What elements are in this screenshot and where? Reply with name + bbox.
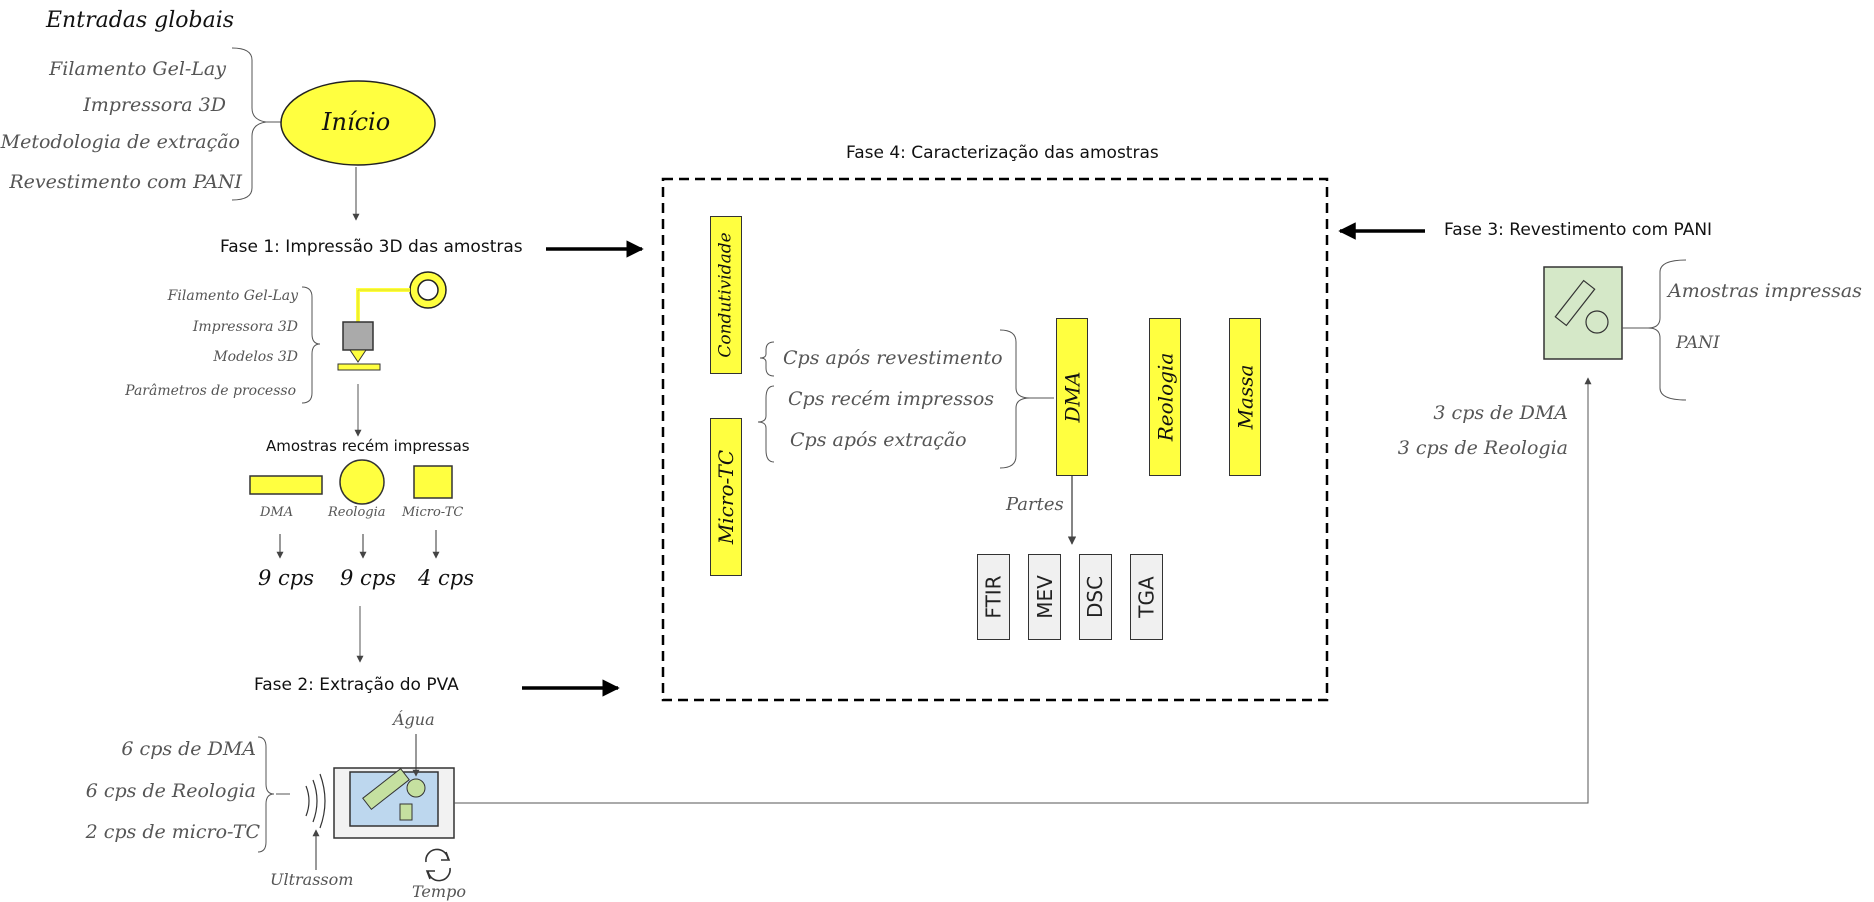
test-tga-box[interactable]: TGA [1130, 554, 1163, 640]
phase2-output-item: 2 cps de micro-TC [85, 821, 260, 843]
sample-dma-label: DMA [260, 505, 294, 520]
test-dsc-box[interactable]: DSC [1079, 554, 1112, 640]
extraction-bath-icon [333, 767, 455, 839]
parts-label: Partes [1006, 494, 1064, 515]
phase2-output-item: 6 cps de Reologia [85, 780, 256, 802]
test-ftir-box[interactable]: FTIR [977, 554, 1010, 640]
test-mev-box[interactable]: MEV [1028, 554, 1061, 640]
phase1-title: Fase 1: Impressão 3D das amostras [220, 237, 523, 257]
phase1-input-item: Modelos 3D [213, 349, 298, 365]
test-dma-box[interactable]: DMA [1056, 318, 1088, 476]
test-ftir-label: FTIR [981, 575, 1006, 619]
phase1-input-item: Parâmetros de processo [125, 383, 296, 399]
test-reologia-label: Reologia [1153, 352, 1177, 442]
test-massa-box[interactable]: Massa [1229, 318, 1261, 476]
sample-microtc-shape [413, 465, 453, 499]
microtc-brace [757, 385, 775, 463]
phase2-title: Fase 2: Extração do PVA [254, 675, 459, 695]
phase2-outputs-brace [257, 736, 275, 853]
sample-microtc-label: Micro-TC [402, 505, 464, 520]
test-tga-label: TGA [1134, 576, 1159, 618]
sample-reologia-shape [339, 459, 385, 505]
sample-dma-count: 9 cps [258, 566, 315, 590]
test-reologia-box[interactable]: Reologia [1149, 318, 1181, 476]
ultrasound-waves-icon [305, 773, 326, 829]
phase4-title: Fase 4: Caracterização das amostras [846, 143, 1159, 163]
sample-state-item: Cps após revestimento [783, 347, 1003, 369]
ultrasound-label: Ultrassom [270, 870, 354, 889]
coating-box-icon [1543, 266, 1623, 360]
global-input-item: Revestimento com PANI [9, 171, 242, 193]
global-input-item: Filamento Gel-Lay [49, 58, 226, 80]
sample-reologia-label: Reologia [328, 505, 386, 520]
phase3-title: Fase 3: Revestimento com PANI [1444, 220, 1713, 240]
phase3-inputs-brace [1647, 259, 1687, 401]
time-label: Tempo [412, 882, 466, 901]
time-cycle-icon [425, 848, 451, 882]
sample-dma-shape [249, 475, 323, 495]
test-microtc-box[interactable]: Micro-TC [710, 418, 742, 576]
water-label: Água [393, 710, 435, 729]
sample-microtc-count: 4 cps [418, 566, 475, 590]
bath-to-phase3-line [454, 377, 1592, 804]
sample-state-item: Cps após extração [790, 429, 967, 451]
phase3-output-item: 3 cps de DMA [1433, 402, 1568, 424]
test-dsc-label: DSC [1083, 575, 1108, 619]
test-mev-label: MEV [1032, 575, 1057, 619]
sample-state-item: Cps recém impressos [788, 388, 995, 410]
start-node-ellipse[interactable] [280, 80, 436, 166]
test-condutividade-label: Condutividade [716, 232, 737, 358]
phase1-input-item: Filamento Gel-Lay [167, 288, 298, 304]
phase1-inputs-brace [301, 286, 321, 404]
phase3-output-item: 3 cps de Reologia [1397, 437, 1568, 459]
phase2-output-item: 6 cps de DMA [121, 738, 256, 760]
global-inputs-title: Entradas globais [46, 8, 235, 33]
samples-title: Amostras recém impressas [266, 437, 470, 455]
dma-states-brace [999, 329, 1031, 469]
phase3-input-item: Amostras impressas [1668, 280, 1862, 302]
printer-3d-icon [337, 271, 447, 371]
global-input-item: Metodologia de extração [0, 131, 240, 153]
test-dma-label: DMA [1060, 371, 1084, 423]
test-massa-label: Massa [1233, 364, 1258, 430]
test-condutividade-box[interactable]: Condutividade [710, 216, 742, 374]
global-input-item: Impressora 3D [83, 94, 226, 116]
sample-reologia-count: 9 cps [340, 566, 397, 590]
phase1-input-item: Impressora 3D [192, 319, 298, 335]
test-microtc-label: Micro-TC [714, 449, 738, 545]
start-node-label[interactable]: Início [322, 108, 391, 136]
phase3-input-item: PANI [1676, 333, 1720, 353]
condutividade-brace [759, 341, 775, 377]
